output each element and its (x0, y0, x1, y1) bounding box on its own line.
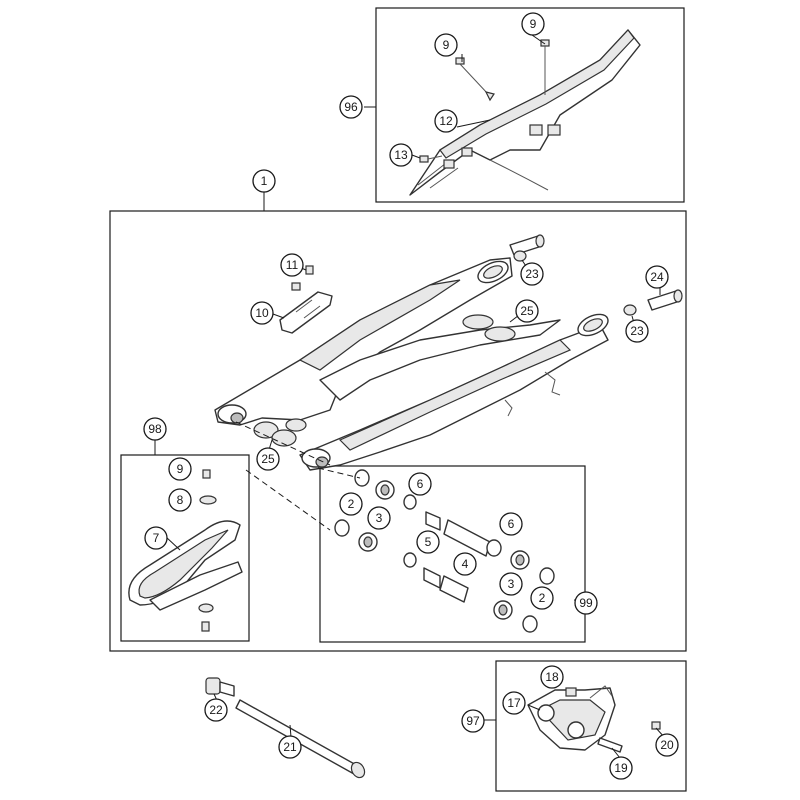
svg-text:18: 18 (545, 670, 559, 684)
svg-text:7: 7 (153, 531, 160, 545)
screw-icon (540, 39, 550, 95)
callout-99: 99 (574, 591, 598, 615)
callout-5: 5 (416, 530, 440, 554)
callout-10: 10 (250, 301, 274, 325)
chain-slider-washer-icon (198, 603, 214, 632)
callout-19: 19 (609, 756, 633, 780)
callout-98: 98 (143, 417, 167, 441)
svg-text:22: 22 (209, 703, 223, 717)
svg-text:25: 25 (261, 452, 275, 466)
chain-guide-frame (495, 660, 687, 792)
svg-text:17: 17 (507, 696, 521, 710)
svg-text:20: 20 (660, 738, 674, 752)
screw-icon (419, 155, 443, 163)
svg-text:25: 25 (520, 304, 534, 318)
svg-text:23: 23 (630, 324, 644, 338)
callout-2: 2 (339, 492, 363, 516)
svg-text:10: 10 (255, 306, 269, 320)
chain-slider (128, 520, 243, 611)
callout-9: 9 (434, 33, 458, 57)
svg-text:21: 21 (283, 740, 297, 754)
svg-text:3: 3 (376, 511, 383, 525)
svg-text:6: 6 (417, 477, 424, 491)
svg-text:19: 19 (614, 761, 628, 775)
chain-guard (409, 29, 641, 196)
callout-6: 6 (408, 472, 432, 496)
svg-text:2: 2 (348, 497, 355, 511)
pin-icon (623, 289, 683, 316)
axle-nut-icon (205, 677, 235, 697)
svg-text:2: 2 (539, 591, 546, 605)
chain-guide (527, 685, 616, 751)
callout-2: 2 (530, 586, 554, 610)
nut-icon (565, 687, 577, 697)
svg-text:97: 97 (466, 714, 480, 728)
svg-text:1: 1 (261, 174, 268, 188)
pin-icon (509, 234, 545, 262)
callout-6: 6 (499, 512, 523, 536)
svg-text:23: 23 (525, 267, 539, 281)
callout-9: 9 (521, 12, 545, 36)
chain-guard-frame (375, 7, 685, 203)
guide-block (279, 291, 333, 334)
callout-25: 25 (515, 299, 539, 323)
svg-text:6: 6 (508, 517, 515, 531)
swingarm-frame (109, 210, 687, 652)
svg-text:8: 8 (177, 493, 184, 507)
callout-21: 21 (278, 735, 302, 759)
svg-text:3: 3 (508, 577, 515, 591)
callout-23: 23 (520, 262, 544, 286)
callout-20: 20 (655, 733, 679, 757)
callout-97: 97 (461, 709, 485, 733)
screw-icon (455, 57, 495, 102)
rubber-pad-icon (462, 314, 516, 342)
svg-text:9: 9 (530, 17, 537, 31)
callout-17: 17 (502, 691, 526, 715)
svg-text:9: 9 (443, 38, 450, 52)
callout-12: 12 (434, 109, 458, 133)
bearing-kit (334, 469, 555, 633)
svg-text:96: 96 (344, 100, 358, 114)
svg-text:11: 11 (286, 258, 299, 272)
svg-text:99: 99 (579, 596, 593, 610)
callout-22: 22 (204, 698, 228, 722)
callout-11: 11 (280, 253, 304, 277)
callout-9: 9 (168, 457, 192, 481)
svg-text:13: 13 (394, 148, 408, 162)
swingarm-axle (235, 699, 366, 779)
svg-text:9: 9 (177, 462, 184, 476)
svg-text:98: 98 (148, 422, 162, 436)
svg-text:12: 12 (439, 114, 453, 128)
svg-text:5: 5 (425, 535, 432, 549)
swingarm (214, 257, 609, 471)
callout-18: 18 (540, 665, 564, 689)
screw-icon (597, 721, 661, 753)
callout-3: 3 (499, 572, 523, 596)
chain-slider-frame (120, 454, 250, 642)
callout-3: 3 (367, 506, 391, 530)
callout-7: 7 (144, 526, 168, 550)
rubber-pad-icon (253, 418, 307, 447)
callout-96: 96 (339, 95, 363, 119)
bearing-kit-frame (319, 465, 586, 643)
callout-13: 13 (389, 143, 413, 167)
callout-1: 1 (252, 169, 276, 193)
callout-8: 8 (168, 488, 192, 512)
callout-23: 23 (625, 319, 649, 343)
screw-icon (202, 469, 211, 479)
callout-25: 25 (256, 447, 280, 471)
chain-slider-washer-icon (199, 495, 217, 505)
svg-text:4: 4 (462, 557, 469, 571)
callout-4: 4 (453, 552, 477, 576)
svg-text:24: 24 (650, 270, 664, 284)
callout-24: 24 (645, 265, 669, 289)
